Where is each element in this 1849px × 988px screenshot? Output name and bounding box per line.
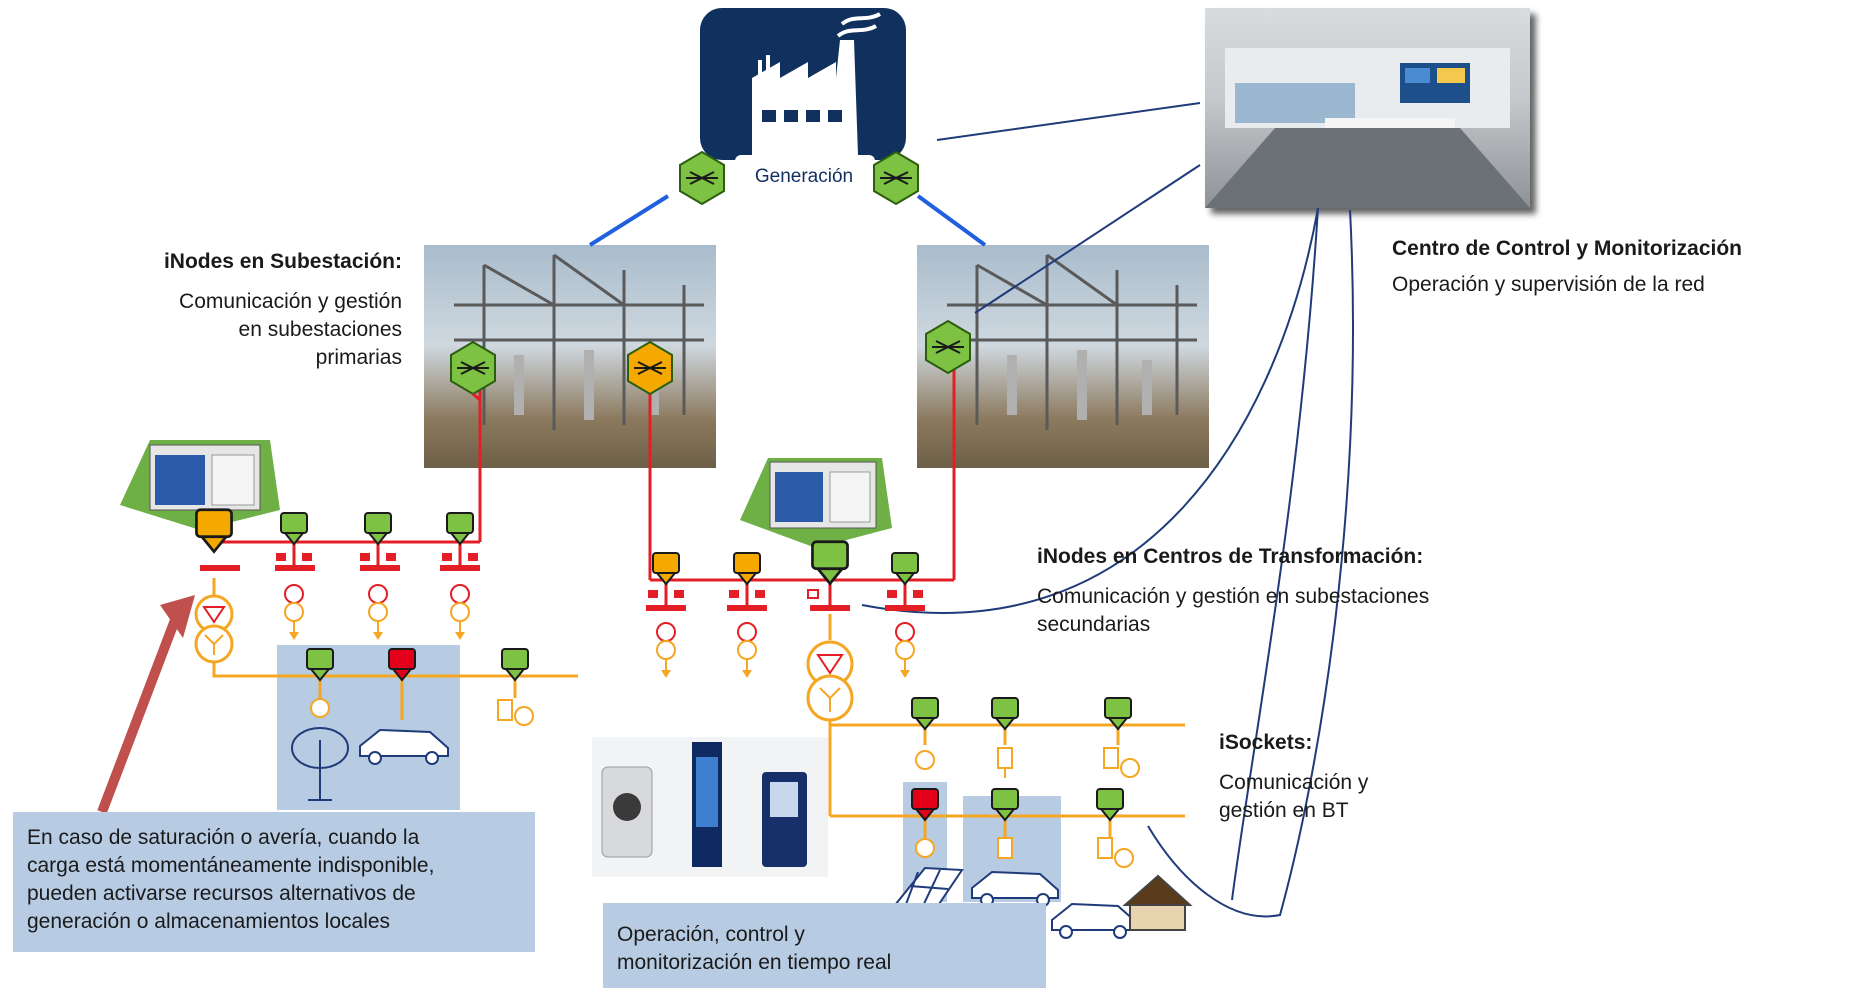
wind-turbine-icon — [291, 727, 349, 801]
house-icon — [1122, 874, 1193, 931]
substation-line-2: en subestaciones — [238, 318, 402, 341]
inode-generation-left — [679, 151, 725, 205]
arrow-icon — [97, 595, 195, 814]
callout-left-line-3: pueden activarse recursos alternativos d… — [27, 882, 416, 905]
inode-substation-2 — [627, 341, 673, 395]
control-links — [861, 102, 1354, 918]
callout-bottom: Operación, control y monitorización en t… — [603, 903, 1046, 988]
transformation-heading: iNodes en Centros de Transformación: — [1037, 545, 1424, 568]
transformation-line-2: secundarias — [1037, 613, 1151, 636]
kiosk-right-icon — [740, 458, 892, 548]
transformation-line-1: Comunicación y gestión en subestaciones — [1037, 585, 1430, 608]
callout-left: En caso de saturación o avería, cuando l… — [13, 812, 535, 952]
callout-left-line-1: En caso de saturación o avería, cuando l… — [27, 826, 420, 849]
charging-stations-photo — [592, 737, 828, 877]
node-green-2 — [364, 512, 392, 545]
substation-heading: iNodes en Subestación: — [163, 250, 402, 273]
substation-line-1: Comunicación y gestión — [179, 290, 402, 313]
isockets-text: iSockets: Comunicación y gestión en BT — [1219, 731, 1368, 825]
control-center-subtitle: Operación y supervisión de la red — [1392, 273, 1705, 296]
control-center-photo — [1205, 8, 1530, 208]
isockets-line-1: Comunicación y — [1219, 771, 1369, 794]
node-green-1 — [280, 512, 308, 545]
isockets-heading: iSockets: — [1219, 731, 1313, 754]
kiosk-left-icon — [120, 440, 280, 530]
highlight-area-wind-ev — [277, 645, 460, 810]
node-green-3 — [446, 512, 474, 545]
control-center-heading: Centro de Control y Monitorización — [1392, 237, 1742, 260]
callout-left-line-4: generación o almacenamientos locales — [27, 910, 391, 933]
callout-bottom-line-1: Operación, control y — [617, 923, 805, 946]
callout-left-line-2: carga está momentáneamente indisponible, — [27, 854, 435, 877]
node-green-large — [811, 540, 849, 585]
callout-bottom-line-2: monitorización en tiempo real — [617, 951, 892, 974]
transformation-text: iNodes en Centros de Transformación: Com… — [1037, 545, 1429, 639]
substation-text: iNodes en Subestación: Comunicación y ge… — [60, 250, 402, 372]
inode-substation-1 — [450, 341, 496, 395]
inode-substation-3 — [925, 320, 971, 374]
generation-label: Generación — [754, 166, 854, 187]
control-center-title: Centro de Control y Monitorización Opera… — [1392, 237, 1742, 299]
isockets-line-2: gestión en BT — [1219, 799, 1349, 822]
substation-line-3: primarias — [315, 346, 402, 369]
factory-icon — [700, 8, 906, 200]
node-orange-large — [195, 508, 233, 553]
